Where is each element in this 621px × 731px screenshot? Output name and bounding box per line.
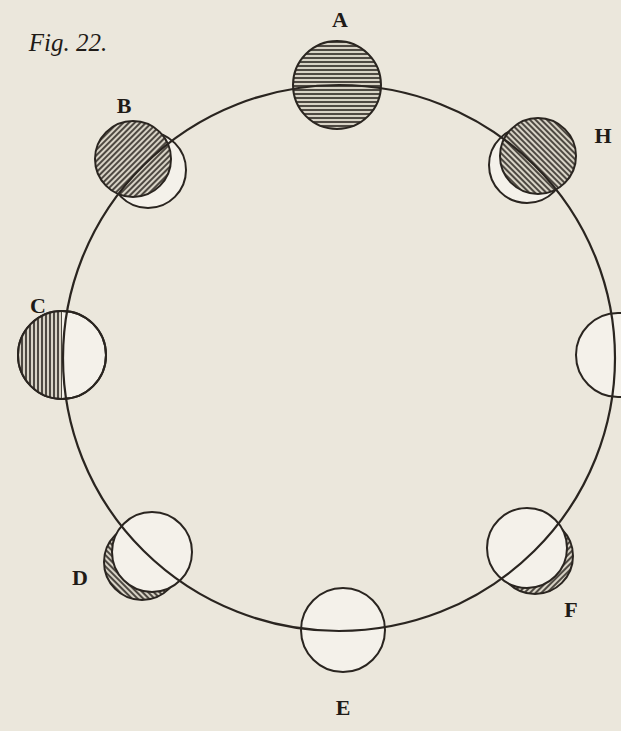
orbit-circle	[63, 85, 615, 631]
planet-shade	[95, 121, 171, 197]
position-letter: D	[72, 567, 88, 589]
planet-circle	[487, 508, 567, 588]
position-letter: H	[594, 125, 611, 147]
planet-shade	[500, 118, 576, 194]
position-letter: E	[336, 697, 351, 719]
position-letter: F	[564, 599, 577, 621]
position-letter: B	[117, 95, 132, 117]
position-letter: C	[30, 295, 46, 317]
planet-shade	[18, 311, 62, 399]
position-letter: A	[332, 9, 348, 31]
figure-number: Fig. 22.	[29, 30, 107, 55]
